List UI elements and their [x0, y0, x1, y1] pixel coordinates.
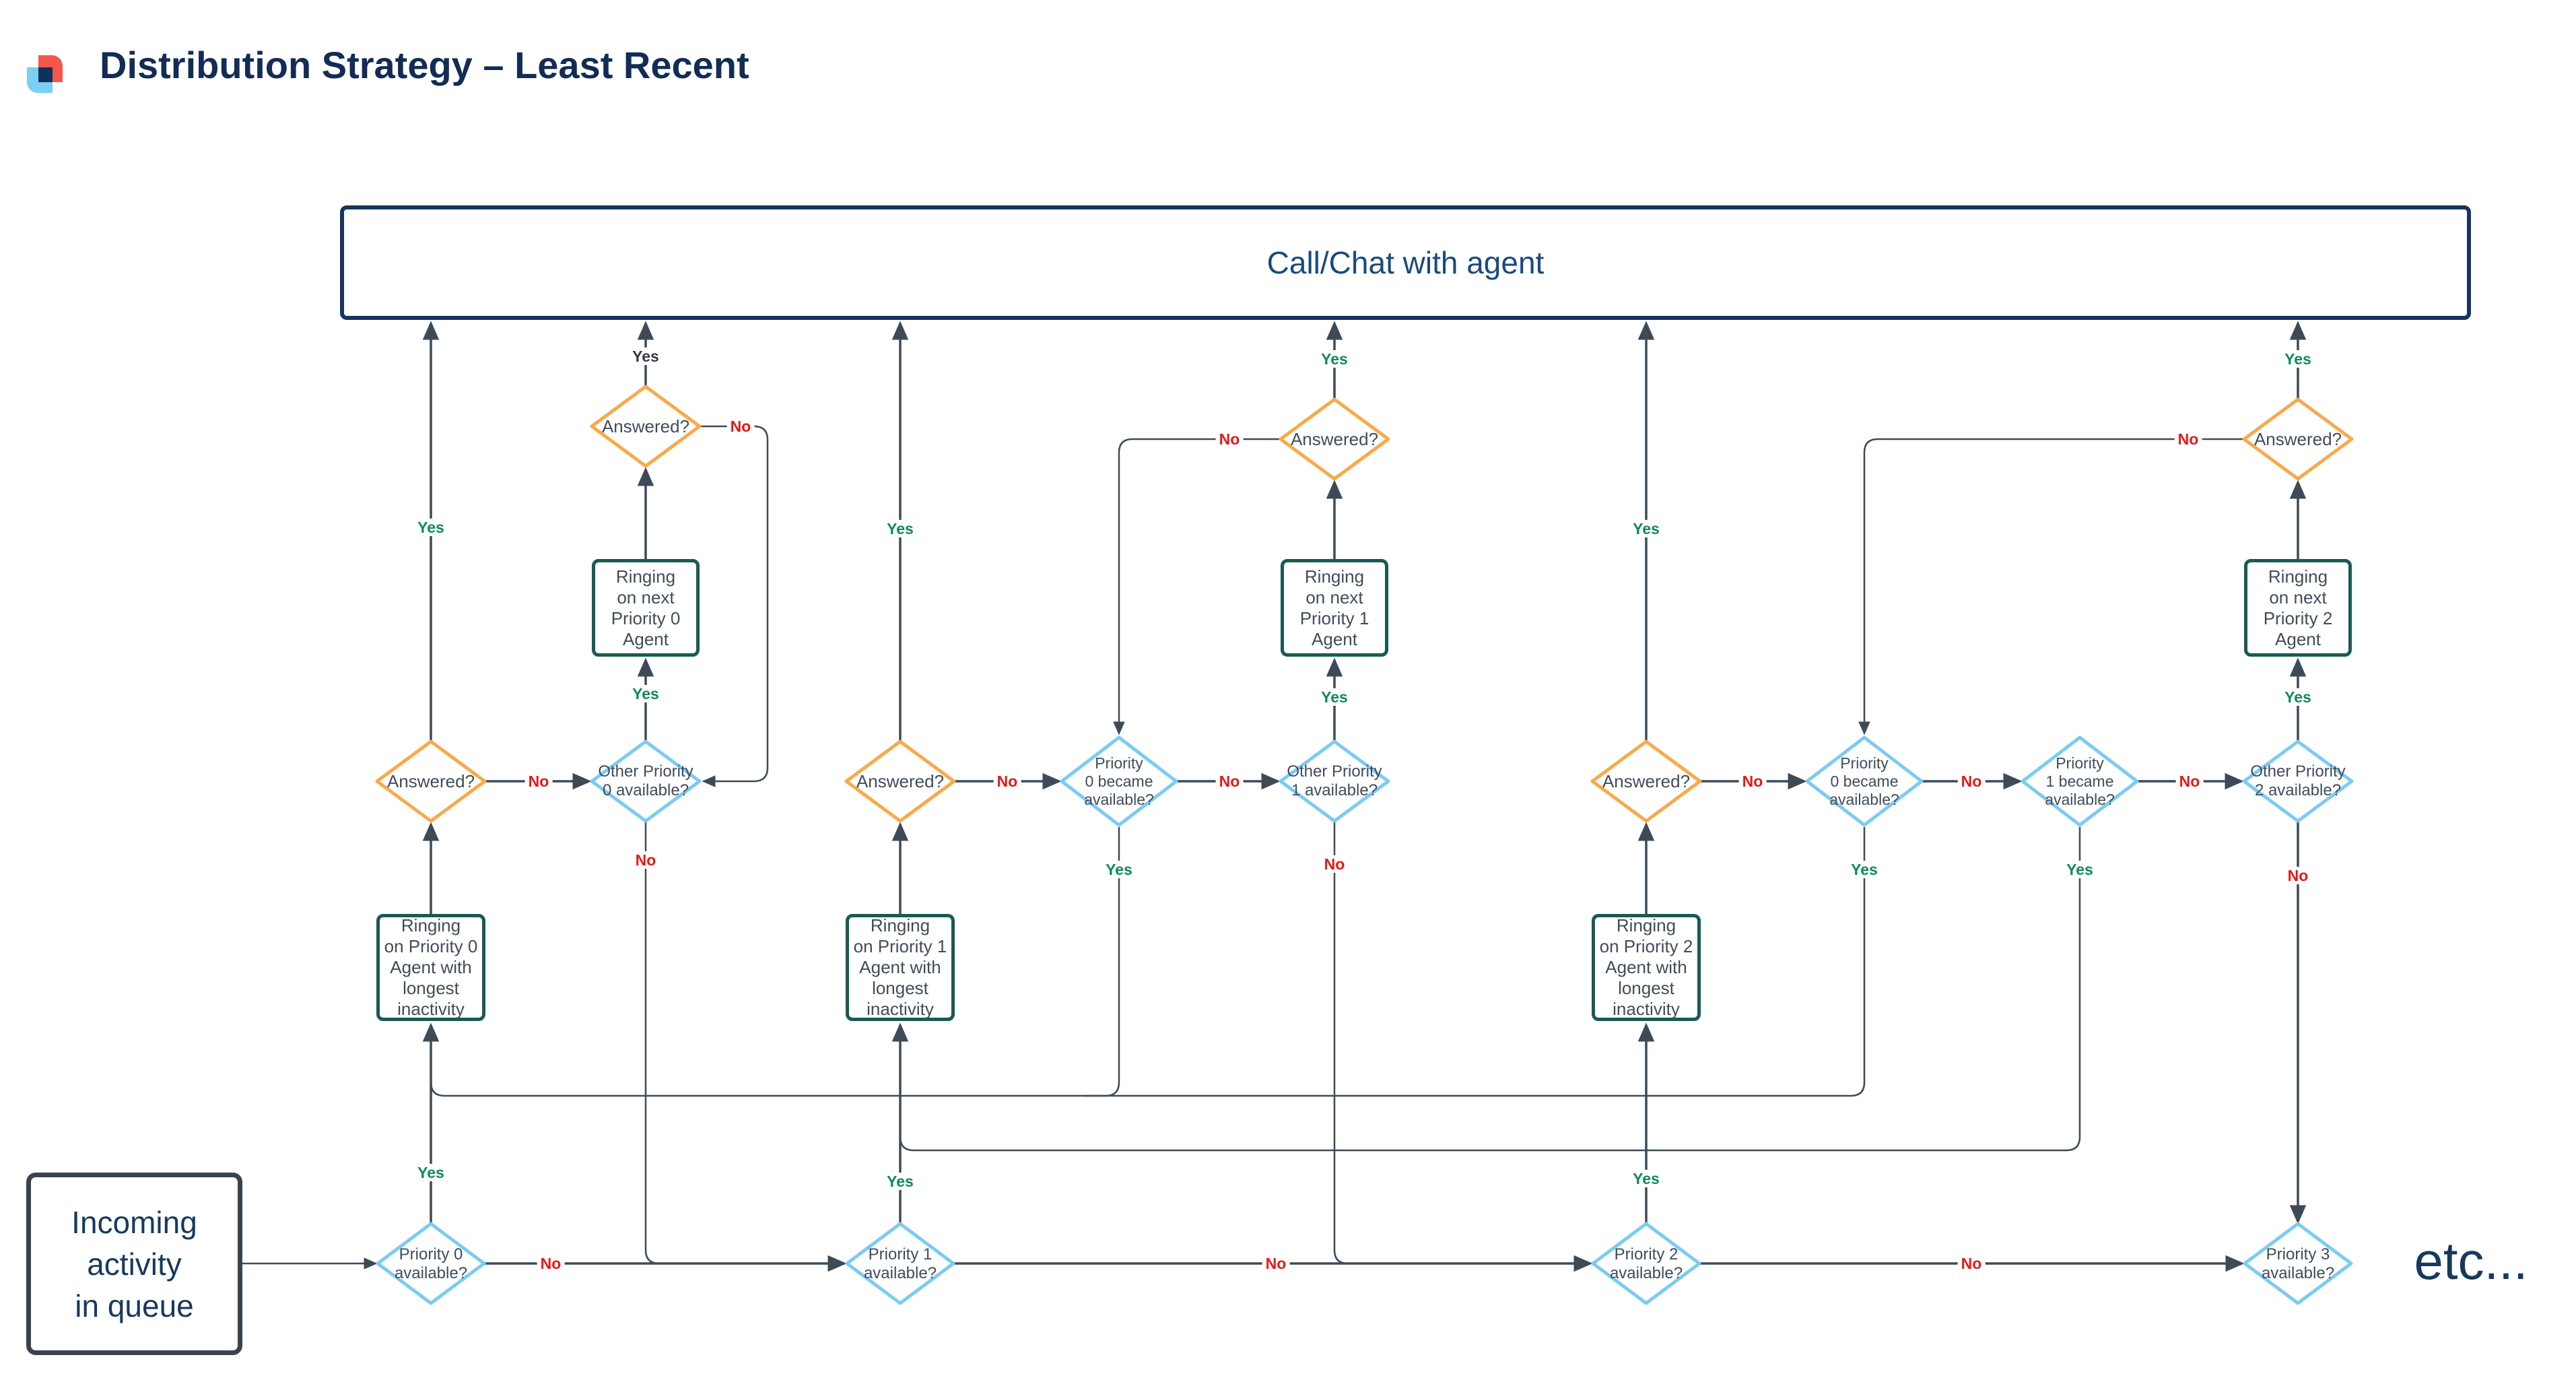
label-priority1-available: Priority 1 available? [863, 1245, 937, 1282]
edge-label-no-p1avail: No [1262, 1254, 1290, 1273]
logo-navy-square [38, 67, 53, 82]
edge-label-no-p1became: No [2175, 772, 2204, 791]
diamond-answered-mid-3 [844, 740, 956, 823]
label-other-priority1: Other Priority 1 available? [1287, 762, 1382, 799]
label-answered-mid-6: Answered? [1602, 771, 1691, 791]
terminator-incoming-activity: Incoming activity in queue [26, 1173, 242, 1355]
process-ringing-next-priority0: Ringing on next Priority 0 Agent [592, 559, 700, 657]
diamond-priority1-became [2021, 735, 2139, 827]
edge-label-no-answered3: No [993, 772, 1021, 791]
diamond-priority0-became-mid [1060, 735, 1178, 827]
diamond-priority0-available [376, 1222, 486, 1305]
edge-label-no-otherp1: No [1320, 855, 1349, 874]
label-priority0-became-right: Priority 0 became available? [1829, 754, 1899, 808]
edge-return-p0became-yes-to-ringing-longest-p0 [430, 827, 1866, 1097]
process-ringing-longest-priority1: Ringing on Priority 1 Agent with longest… [846, 914, 955, 1021]
process-ringing-next-priority2: Ringing on next Priority 2 Agent [2244, 559, 2352, 657]
edge-otherp0-no-drop [644, 821, 680, 1265]
edge-label-yes-top-right: Yes [2281, 350, 2315, 368]
diamond-priority2-available [1591, 1222, 1701, 1305]
edge-label-yes-p1became: Yes [2063, 860, 2097, 879]
edge-label-no-answered1: No [524, 772, 553, 791]
edge-answered5-no-loop-to-p0became [1113, 438, 1281, 735]
edge-label-yes-p0became-right: Yes [1848, 860, 1881, 879]
diamond-other-priority0 [590, 740, 702, 823]
edge-label-yes-answered6: Yes [1629, 519, 1663, 538]
edge-answered2-no-loop-to-otherp0 [700, 425, 769, 787]
diamond-answered-top-left [590, 385, 702, 468]
edge-return-p0became4-yes-join [1084, 827, 1120, 1097]
edge-label-yes-p1avail: Yes [883, 1172, 917, 1191]
edge-label-no-p0became-mid: No [1215, 772, 1244, 791]
page-title: Distribution Strategy – Least Recent [100, 44, 749, 86]
diamond-priority1-available [845, 1222, 955, 1305]
edge-label-no-answered2: No [726, 417, 755, 436]
etc-continuation-label: etc... [2414, 1230, 2528, 1290]
diamond-answered-mid-1 [375, 740, 487, 823]
edge-label-yes-otherp2: Yes [2281, 688, 2315, 707]
process-ringing-longest-priority2: Ringing on Priority 2 Agent with longest… [1592, 914, 1701, 1021]
diamond-other-priority1 [1279, 740, 1390, 823]
diamond-answered-mid-6 [1590, 740, 1702, 823]
edge-label-no-otherp0: No [632, 851, 660, 869]
edge-return-p1became-yes-to-ringing-longest-p1 [899, 827, 2081, 1152]
edge-label-no-p2avail: No [1957, 1254, 1986, 1273]
edge-label-no-answered9: No [2174, 430, 2202, 449]
edge-label-no-otherp2: No [2284, 866, 2312, 885]
label-answered-top-right: Answered? [2253, 429, 2342, 449]
diamond-priority0-became-right [1805, 735, 1924, 827]
diamond-answered-top-right [2242, 397, 2354, 481]
edge-label-yes-top-mid: Yes [1318, 350, 1351, 368]
edge-label-no-answered6: No [1738, 772, 1767, 791]
label-answered-top-left: Answered? [601, 416, 690, 436]
edge-otherp1-no-drop [1333, 821, 1367, 1265]
label-priority2-available: Priority 2 available? [1609, 1245, 1683, 1282]
label-priority0-available: Priority 0 available? [394, 1245, 468, 1282]
edge-label-no-answered5: No [1215, 430, 1244, 449]
edge-label-no-p0became-right: No [1957, 772, 1986, 791]
edge-label-yes-p2avail: Yes [1629, 1169, 1663, 1188]
label-priority3-available: Priority 3 available? [2261, 1245, 2335, 1282]
edge-label-yes-top-left: Yes [629, 347, 663, 366]
edge-label-yes-otherp1: Yes [1318, 688, 1351, 707]
label-answered-top-mid: Answered? [1290, 429, 1379, 449]
diamond-answered-top-mid [1279, 397, 1390, 481]
edge-answered9-no-loop-to-p0became [1858, 438, 2244, 735]
diamond-priority3-available [2243, 1222, 2353, 1305]
label-other-priority2: Other Priority 2 available? [2250, 762, 2346, 799]
diamond-other-priority2 [2242, 740, 2354, 823]
label-answered-mid-1: Answered? [386, 771, 475, 791]
edge-label-yes-otherp0: Yes [629, 684, 663, 703]
edge-label-yes-answered1: Yes [414, 518, 448, 537]
label-priority0-became-mid: Priority 0 became available? [1084, 754, 1154, 808]
edge-label-no-p0avail: No [537, 1254, 565, 1273]
edge-label-yes-p0became-mid: Yes [1102, 860, 1136, 879]
label-answered-mid-3: Answered? [856, 771, 945, 791]
edge-label-yes-answered3: Yes [883, 519, 917, 538]
process-ringing-next-priority1: Ringing on next Priority 1 Agent [1281, 559, 1388, 657]
label-priority1-became: Priority 1 became available? [2045, 754, 2115, 808]
label-other-priority0: Other Priority 0 available? [598, 762, 693, 799]
terminator-call-chat-with-agent: Call/Chat with agent [340, 205, 2471, 320]
edge-label-yes-p0avail: Yes [414, 1163, 448, 1182]
process-ringing-longest-priority0: Ringing on Priority 0 Agent with longest… [376, 914, 485, 1021]
